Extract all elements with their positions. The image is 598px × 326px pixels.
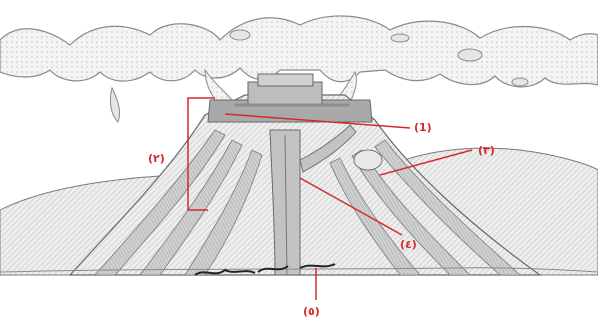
label-1: (1)	[414, 121, 432, 134]
label-5: (٥)	[303, 305, 320, 318]
label-4: (٤)	[400, 238, 417, 251]
label-2: (٢)	[148, 152, 165, 165]
label-3: (٣)	[478, 144, 495, 157]
